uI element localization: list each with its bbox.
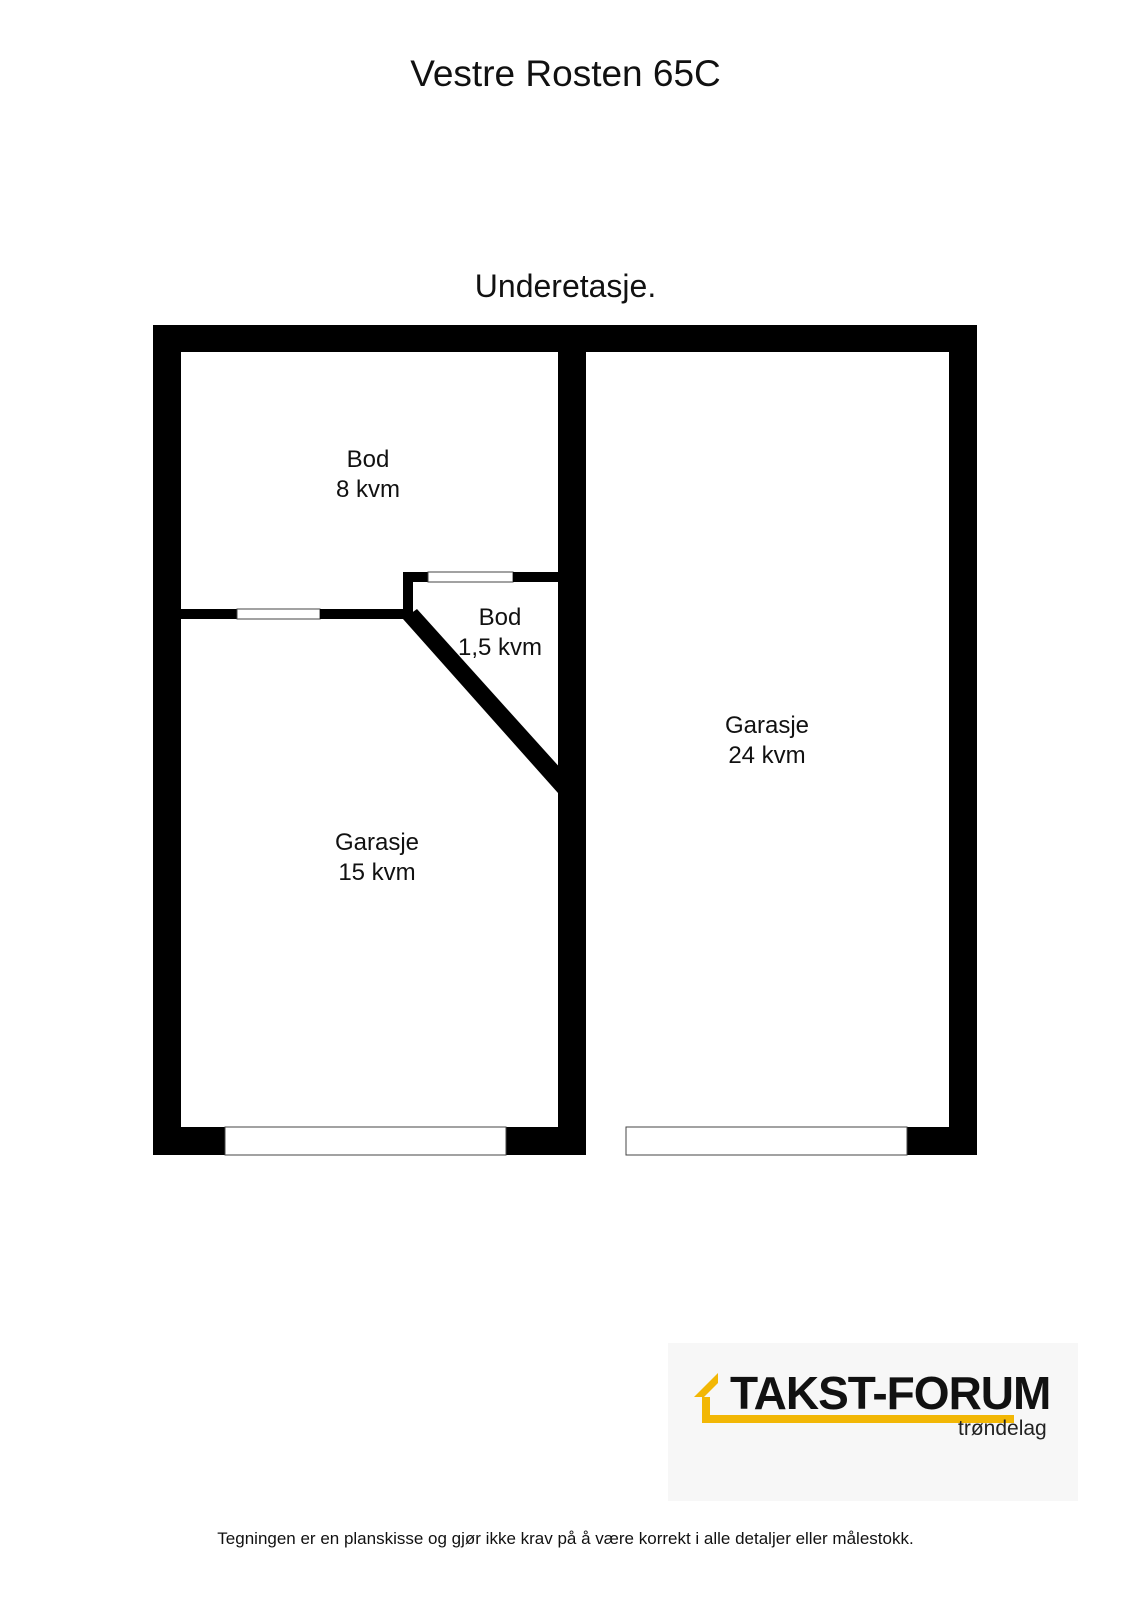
drawing-title: Vestre Rosten 65C bbox=[410, 53, 721, 94]
room-name: Garasje bbox=[335, 829, 419, 856]
logo-name: TAKST-FORUM bbox=[730, 1367, 1051, 1419]
wall-right bbox=[949, 325, 977, 1155]
small-bod-wall-left bbox=[403, 572, 413, 619]
inner-wall-a bbox=[181, 609, 237, 619]
inner-door-a bbox=[236, 608, 321, 620]
room-area: 24 kvm bbox=[728, 742, 805, 769]
wall-bottom-left-b bbox=[506, 1127, 586, 1155]
house-roof-icon bbox=[694, 1373, 1014, 1423]
disclaimer: Tegningen er en planskisse og gjør ikke … bbox=[217, 1529, 914, 1548]
room-area: 15 kvm bbox=[338, 859, 415, 886]
takst-forum-logo: TAKST-FORUM trøndelag bbox=[668, 1343, 1078, 1501]
small-bod-door bbox=[427, 571, 514, 583]
room-name: Bod bbox=[347, 446, 390, 473]
small-bod-wall-top-b bbox=[513, 572, 558, 582]
wall-center bbox=[558, 325, 586, 1155]
small-bod-diagonal-wall bbox=[403, 609, 563, 793]
small-bod-wall-top-a bbox=[403, 572, 428, 582]
wall-bottom-left-a bbox=[153, 1127, 225, 1155]
garage-door-right bbox=[625, 1126, 908, 1156]
logo-subtitle: trøndelag bbox=[958, 1417, 1047, 1440]
floor-label: Underetasje. bbox=[474, 268, 657, 304]
room-area: 8 kvm bbox=[336, 476, 400, 503]
room-name: Bod bbox=[479, 604, 522, 631]
wall-left bbox=[153, 325, 181, 1155]
wall-bottom-right-b bbox=[907, 1127, 977, 1155]
room-name: Garasje bbox=[725, 712, 809, 739]
room-area: 1,5 kvm bbox=[458, 634, 542, 661]
garage-door-left bbox=[224, 1126, 507, 1156]
inner-wall-b bbox=[320, 609, 411, 619]
